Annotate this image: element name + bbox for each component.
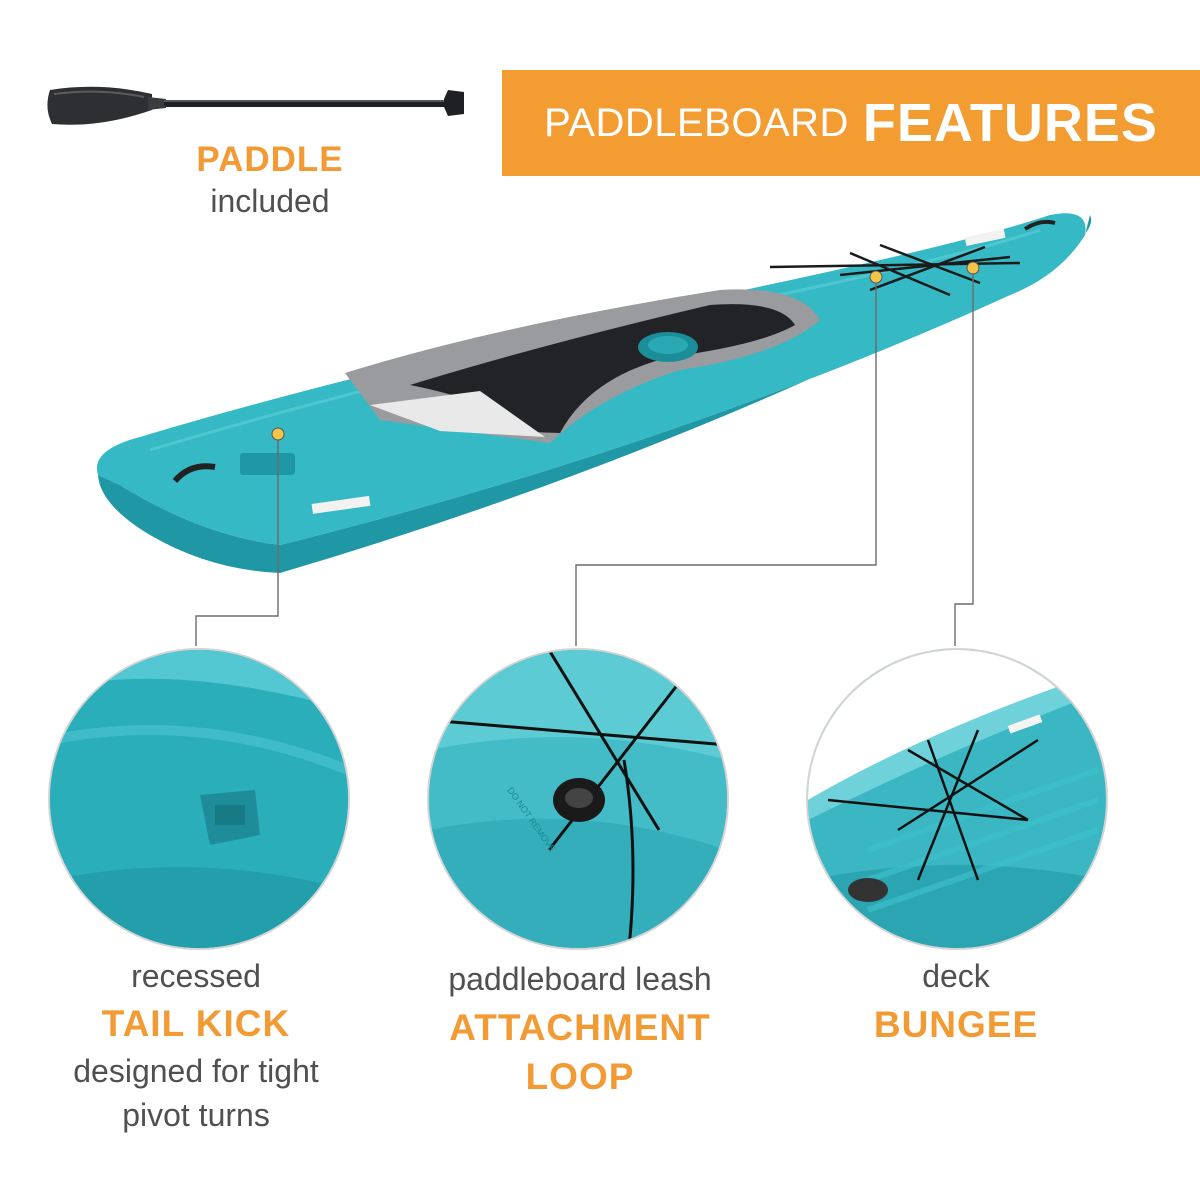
paddle-title: PADDLE [196,140,344,179]
attachment-loop-title-line2: LOOP [525,1056,635,1097]
tail-kick-title: TAIL KICK [101,1003,291,1044]
deck-bungee-title: BUNGEE [873,1004,1039,1045]
features-banner: PADDLEBOARD FEATURES [502,70,1200,176]
tail-kick-top-text: recessed [131,958,261,994]
paddleboard-image [96,213,1092,573]
attachment-loop-top-text: paddleboard leash [448,961,712,997]
attachment-loop-title-line1: ATTACHMENT [449,1007,711,1048]
tail-kick-detail-image [48,648,350,950]
deck-bungee-top-text: deck [922,958,990,994]
tail-kick-line1: designed for tight [73,1053,319,1089]
callout-lines [195,273,974,646]
attachment-loop-detail-image: DO NOT REMOVE [427,648,729,950]
tail-kick-line2: pivot turns [122,1097,270,1133]
banner-prefix: PADDLEBOARD [544,100,849,145]
banner-title: FEATURES [862,93,1158,153]
deck-bungee-detail-image [806,648,1108,950]
paddle-subtitle: included [210,183,330,219]
paddle-image [47,86,464,125]
